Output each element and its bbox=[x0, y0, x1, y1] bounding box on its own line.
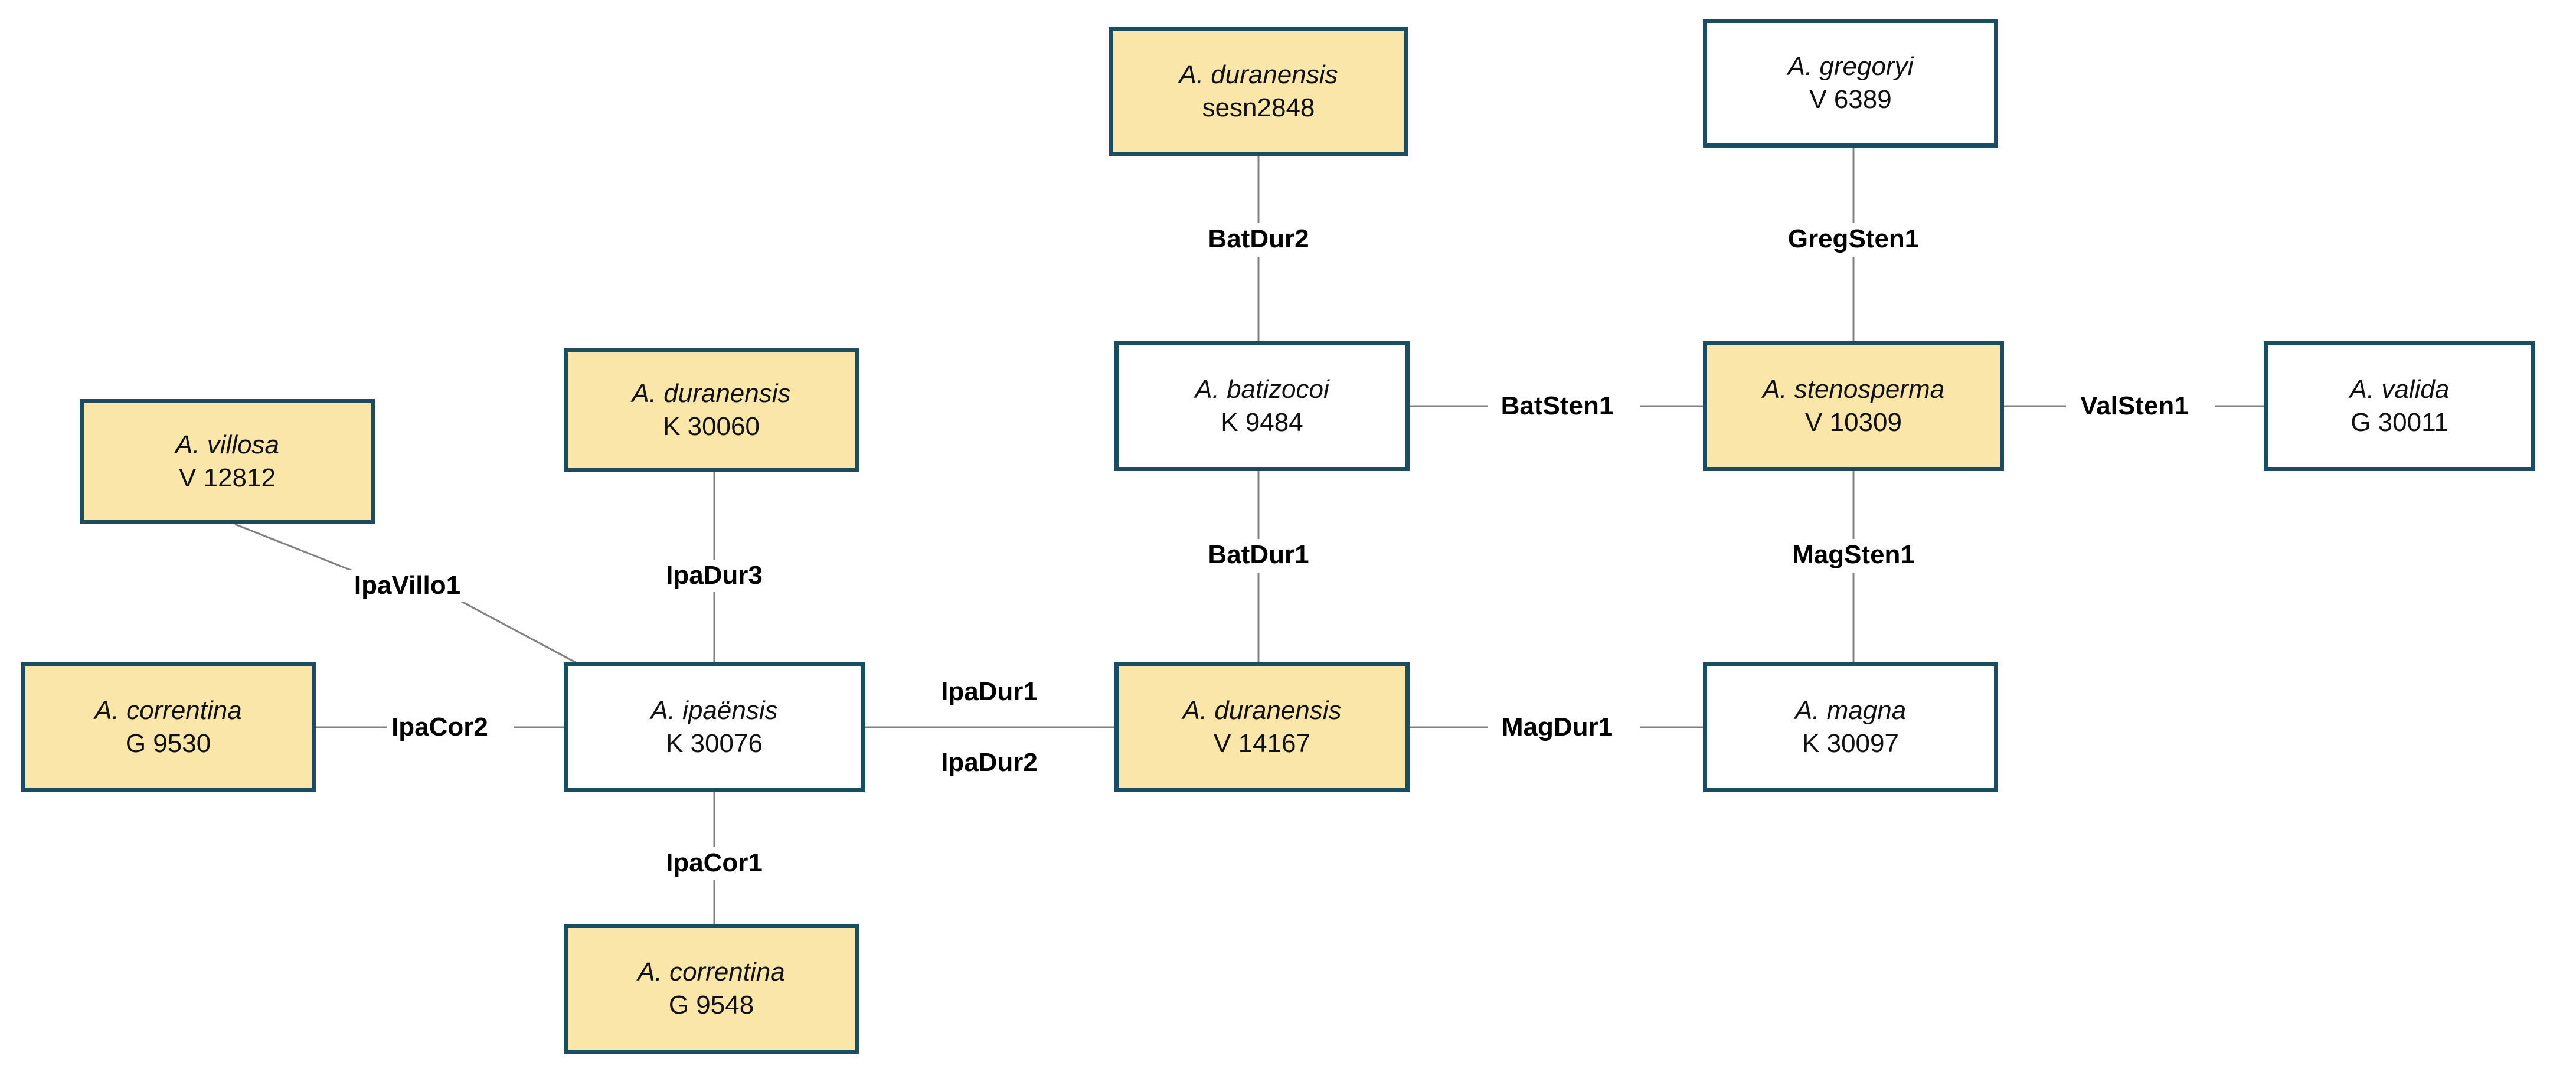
node-magna_k30097[interactable]: A. magna K 30097 bbox=[1703, 662, 1998, 792]
node-duranensis_k30060[interactable]: A. duranensis K 30060 bbox=[564, 348, 859, 472]
connector-line bbox=[460, 600, 576, 664]
node-species-name: A. valida bbox=[2349, 374, 2450, 404]
node-duranensis_sesn2848[interactable]: A. duranensis sesn2848 bbox=[1109, 27, 1408, 156]
node-gregoryi_v6389[interactable]: A. gregoryi V 6389 bbox=[1703, 19, 1998, 148]
edge-label-magsten1: MagSten1 bbox=[1787, 539, 1920, 571]
node-accession-code: V 12812 bbox=[179, 463, 276, 492]
node-accession-code: V 10309 bbox=[1805, 408, 1902, 437]
node-ipaensis_k30076[interactable]: A. ipaënsis K 30076 bbox=[564, 662, 865, 792]
edge-label-magdur1: MagDur1 bbox=[1496, 711, 1618, 743]
node-species-name: A. duranensis bbox=[632, 378, 791, 408]
node-correntina_g9548[interactable]: A. correntina G 9548 bbox=[564, 924, 859, 1054]
node-accession-code: K 30060 bbox=[663, 412, 760, 441]
node-correntina_g9530[interactable]: A. correntina G 9530 bbox=[21, 662, 316, 792]
node-accession-code: sesn2848 bbox=[1202, 93, 1315, 122]
edge-label-ipacor2: IpaCor2 bbox=[387, 711, 493, 743]
node-stenosperma_v10309[interactable]: A. stenosperma V 10309 bbox=[1703, 341, 2004, 471]
node-species-name: A. villosa bbox=[175, 430, 280, 459]
node-accession-code: K 30097 bbox=[1802, 729, 1899, 758]
node-accession-code: G 9548 bbox=[668, 991, 754, 1019]
edge-label-ipavillo1: IpaVillo1 bbox=[349, 570, 466, 602]
edge-label-valsten1: ValSten1 bbox=[2075, 390, 2193, 422]
node-species-name: A. duranensis bbox=[1179, 60, 1338, 89]
node-species-name: A. batizocoi bbox=[1195, 374, 1329, 404]
node-species-name: A. correntina bbox=[638, 957, 785, 986]
edge-label-ipadur1: IpaDur1 bbox=[936, 676, 1042, 708]
node-accession-code: V 6389 bbox=[1809, 85, 1892, 114]
node-accession-code: K 30076 bbox=[666, 729, 763, 758]
connector-line bbox=[234, 523, 355, 573]
node-species-name: A. ipaënsis bbox=[650, 695, 778, 725]
node-accession-code: G 30011 bbox=[2351, 408, 2448, 437]
node-villosa_v12812[interactable]: A. villosa V 12812 bbox=[80, 399, 375, 524]
node-accession-code: V 14167 bbox=[1214, 729, 1310, 758]
edge-label-batdur1: BatDur1 bbox=[1203, 539, 1314, 571]
edge-label-ipacor1: IpaCor1 bbox=[661, 847, 767, 879]
node-accession-code: K 9484 bbox=[1221, 408, 1303, 437]
node-species-name: A. duranensis bbox=[1182, 695, 1342, 725]
edge-label-gregsten1: GregSten1 bbox=[1783, 223, 1924, 255]
node-species-name: A. magna bbox=[1794, 695, 1907, 725]
node-valida_g30011[interactable]: A. valida G 30011 bbox=[2264, 341, 2535, 471]
node-species-name: A. gregoryi bbox=[1787, 51, 1914, 81]
node-batizocoi_k9484[interactable]: A. batizocoi K 9484 bbox=[1114, 341, 1410, 471]
edge-label-ipadur3: IpaDur3 bbox=[661, 560, 767, 591]
node-duranensis_v14167[interactable]: A. duranensis V 14167 bbox=[1114, 662, 1410, 792]
edge-label-batdur2: BatDur2 bbox=[1203, 223, 1314, 255]
node-species-name: A. correntina bbox=[94, 695, 242, 725]
edge-label-ipadur2: IpaDur2 bbox=[936, 747, 1042, 779]
node-species-name: A. stenosperma bbox=[1762, 374, 1945, 404]
node-accession-code: G 9530 bbox=[125, 729, 211, 758]
edge-label-batsten1: BatSten1 bbox=[1496, 390, 1619, 422]
